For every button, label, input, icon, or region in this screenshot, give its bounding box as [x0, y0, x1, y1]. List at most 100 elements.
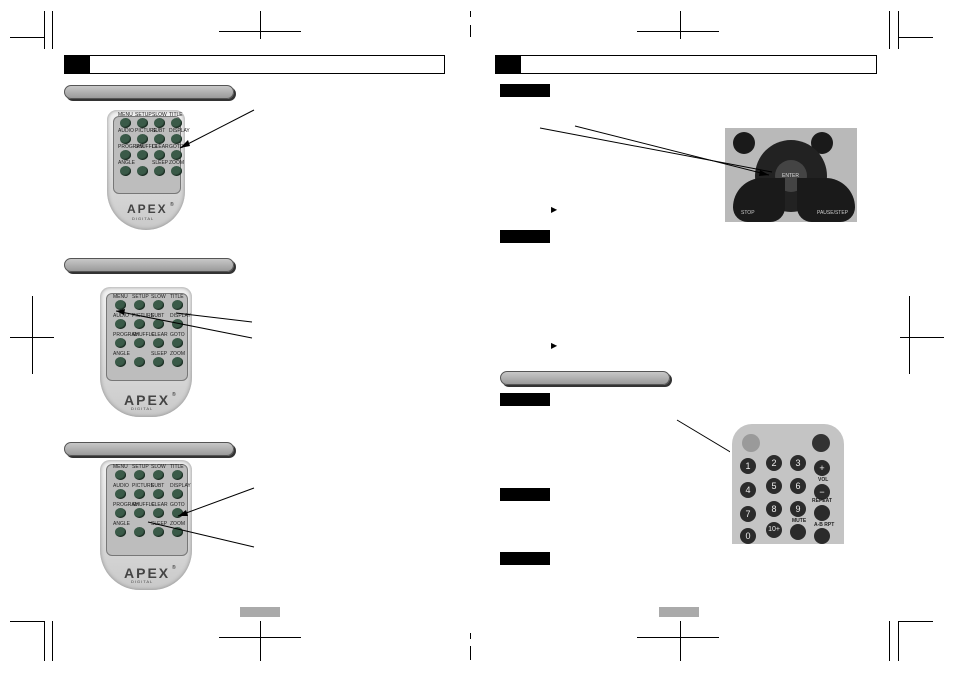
- remote-key-label: CLEAR: [152, 144, 169, 150]
- remote-brand-sub: DIGITAL: [131, 406, 154, 411]
- remote-key-button: [120, 166, 131, 176]
- remote-key-label: SLEEP: [151, 521, 168, 527]
- remote-key-button: [137, 118, 148, 128]
- registered-mark: ®: [172, 565, 176, 571]
- remote-key-label: AUDIO: [118, 128, 134, 134]
- digit-3-button: 3: [790, 455, 806, 471]
- remote-key-button: [134, 508, 145, 518]
- remote-brand-logo: APEX: [124, 392, 171, 408]
- number-pad-photo: 1 2 3 + VOL 4 5 6 − REPEAT 7 8 9 MUTE A-…: [730, 424, 846, 544]
- remote-key-button: [171, 150, 182, 160]
- remote-key-label: SLOW: [151, 294, 166, 300]
- remote-key-button: [115, 489, 126, 499]
- vol-down-button: −: [814, 484, 830, 500]
- remote-key-button: [171, 118, 182, 128]
- leader-lines-right-top: [539, 125, 823, 508]
- pause-step-label: PAUSE/STEP: [817, 210, 849, 216]
- remote-key-label: SHUFFLE: [132, 502, 155, 508]
- stop-label: STOP: [741, 210, 755, 216]
- remote-key-button: [153, 470, 164, 480]
- right-header-tab: [495, 55, 521, 74]
- remote-key-button: [134, 527, 145, 537]
- remote-key-button: [134, 319, 145, 329]
- remote-key-label: DISPLAY: [170, 313, 191, 319]
- remote-key-label: SHUFFLE: [132, 332, 155, 338]
- digit-10plus-button: 10+: [766, 522, 782, 538]
- registered-mark: ®: [172, 392, 176, 398]
- remote-key-button: [134, 357, 145, 367]
- remote-key-label: SLOW: [151, 464, 166, 470]
- remote-key-label: CLEAR: [151, 502, 168, 508]
- remote-key-button: [172, 508, 183, 518]
- remote-key-button: [171, 134, 182, 144]
- remote-brand-logo: APEX: [127, 202, 168, 216]
- remote-key-label: AUDIO: [113, 313, 129, 319]
- remote-key-label: ZOOM: [170, 521, 185, 527]
- remote-key-button: [115, 508, 126, 518]
- section-heading-bar: [64, 442, 234, 456]
- remote-key-button: [172, 527, 183, 537]
- digit-5-button: 5: [766, 478, 782, 494]
- remote-key-label: ANGLE: [113, 351, 130, 357]
- remote-key-button: [134, 470, 145, 480]
- remote-key-label: PROGRAM: [113, 332, 139, 338]
- digit-6-button: 6: [790, 478, 806, 494]
- remote-key-button: [115, 470, 126, 480]
- remote-key-button: [134, 489, 145, 499]
- digit-2-button: 2: [766, 455, 782, 471]
- remote-key-label: GOTO: [169, 144, 184, 150]
- remote-key-button: [153, 300, 164, 310]
- mute-label: MUTE: [792, 518, 807, 524]
- remote-key-button: [153, 508, 164, 518]
- remote-key-label: ANGLE: [113, 521, 130, 527]
- remote-brand-logo: APEX: [124, 565, 171, 581]
- stop-button: [733, 178, 785, 222]
- remote-key-button: [134, 300, 145, 310]
- remote-key-label: SLOW: [152, 112, 167, 118]
- remote-key-button: [153, 489, 164, 499]
- section-heading-bar: [64, 258, 234, 272]
- remote-key-label: ZOOM: [170, 351, 185, 357]
- prev-button: [733, 132, 755, 154]
- remote-key-label: DISPLAY: [169, 128, 190, 134]
- leader-lines-left: [115, 109, 255, 548]
- remote-brand-sub: DIGITAL: [131, 579, 154, 584]
- remote-key-button: [172, 300, 183, 310]
- remote-key-label: SETUP: [132, 294, 149, 300]
- remote-key-label: TITLE: [170, 464, 184, 470]
- remote-key-label: PROGRAM: [113, 502, 139, 508]
- remote-key-button: [154, 166, 165, 176]
- remote-key-label: SETUP: [132, 464, 149, 470]
- remote-key-label: TITLE: [170, 294, 184, 300]
- page-number-box: [659, 607, 699, 617]
- remote-key-button: [120, 150, 131, 160]
- remote-key-button: [153, 338, 164, 348]
- remote-key-button: [172, 470, 183, 480]
- pause-step-button: [797, 178, 855, 222]
- subheading-block: [500, 488, 550, 501]
- remote-key-button: [153, 319, 164, 329]
- remote-key-button: [115, 527, 126, 537]
- remote-key-button: [134, 338, 145, 348]
- remote-key-label: AUDIO: [113, 483, 129, 489]
- remote-key-button: [115, 338, 126, 348]
- subheading-block: [500, 393, 550, 406]
- remote-key-label: SUBT: [152, 128, 166, 134]
- mute-button: [790, 524, 806, 540]
- remote-key-button: [137, 150, 148, 160]
- power-button: [742, 434, 760, 452]
- digit-4-button: 4: [740, 482, 756, 498]
- remote-key-button: [115, 357, 126, 367]
- registered-mark: ®: [170, 202, 174, 208]
- remote-key-button: [172, 489, 183, 499]
- section-heading-bar: [500, 371, 670, 385]
- remote-key-button: [172, 357, 183, 367]
- remote-key-button: [172, 319, 183, 329]
- remote-key-label: MENU: [113, 464, 128, 470]
- page-number-box: [240, 607, 280, 617]
- digit-1-button: 1: [740, 458, 756, 474]
- remote-key-label: SHUFFLE: [135, 144, 158, 150]
- remote-brand-sub: DIGITAL: [132, 216, 155, 221]
- subheading-block: [500, 84, 550, 97]
- remote-key-button: [171, 166, 182, 176]
